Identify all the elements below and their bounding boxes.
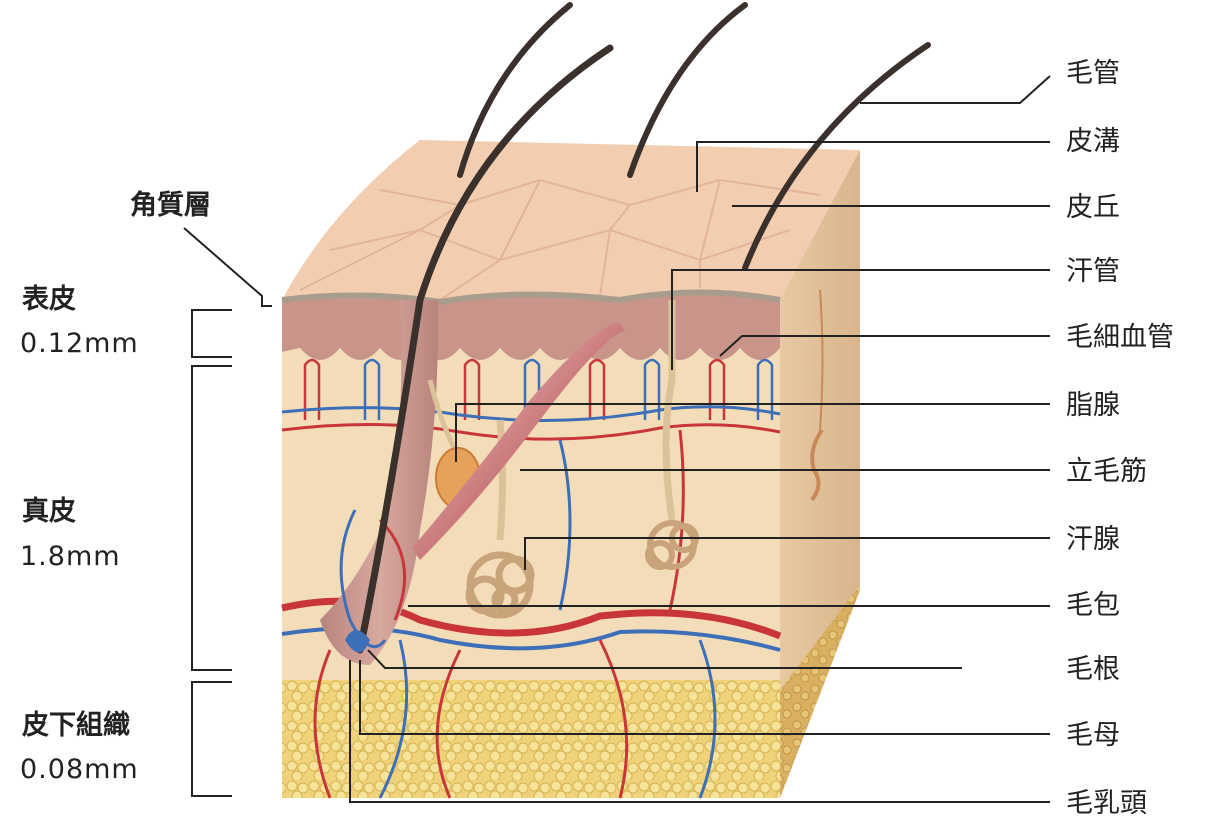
sweat-duct: [662, 300, 676, 521]
label-epidermis: 表皮: [22, 284, 76, 315]
sweat-duct-2: [496, 419, 506, 541]
label-dermal-papilla: 毛乳頭: [1066, 788, 1147, 819]
skin-furrows: [299, 178, 821, 301]
arrector-pili-muscle: [412, 322, 625, 560]
label-hair-canal: 毛管: [1066, 58, 1120, 89]
sebaceous-duct: [427, 379, 458, 452]
upper-artery-plexus: [281, 422, 781, 441]
epidermis-layer: [282, 292, 780, 360]
skin-block: [281, 2, 931, 799]
skin-surface: [282, 140, 860, 302]
descending-vessels: [313, 429, 717, 799]
label-arrector-pili: 立毛筋: [1066, 456, 1147, 487]
label-sweat-gland: 汗腺: [1066, 524, 1120, 555]
dermal-papilla: [345, 630, 370, 653]
follicle-vessels: [339, 509, 387, 649]
right-labels: 毛管 皮溝 皮丘 汗管 毛細血管 脂腺 立毛筋 汗腺 毛包 毛根 毛母 毛乳頭: [1066, 58, 1174, 819]
label-epidermis-thickness: 0.12mm: [20, 328, 139, 359]
label-hair-root: 毛根: [1066, 654, 1120, 685]
label-subcutis: 皮下組織: [22, 709, 130, 741]
label-sweat-duct: 汗管: [1066, 256, 1120, 287]
label-dermis: 真皮: [22, 496, 76, 527]
label-hair-matrix: 毛母: [1066, 720, 1120, 751]
skin-side-fat: [780, 585, 860, 798]
label-skin-ridge: 皮丘: [1066, 192, 1120, 223]
leader-lines: [183, 75, 1051, 803]
capillary-loops: [303, 358, 774, 420]
label-hair-follicle: 毛包: [1066, 590, 1120, 621]
left-labels: 角質層 表皮 0.12mm 真皮 1.8mm 皮下組織 0.08mm: [20, 189, 211, 785]
stratum-corneum-layer: [281, 289, 781, 306]
sweat-gland-coil: [465, 551, 535, 619]
label-dermis-thickness: 1.8mm: [20, 541, 121, 572]
label-skin-furrow: 皮溝: [1066, 126, 1120, 157]
label-stratum-corneum: 角質層: [130, 189, 211, 221]
label-capillary: 毛細血管: [1066, 322, 1174, 353]
label-sebaceous-gland: 脂腺: [1066, 390, 1120, 421]
label-subcutis-thickness: 0.08mm: [20, 754, 139, 785]
upper-vein-plexus: [281, 405, 781, 422]
hair-shafts: [356, 2, 931, 654]
